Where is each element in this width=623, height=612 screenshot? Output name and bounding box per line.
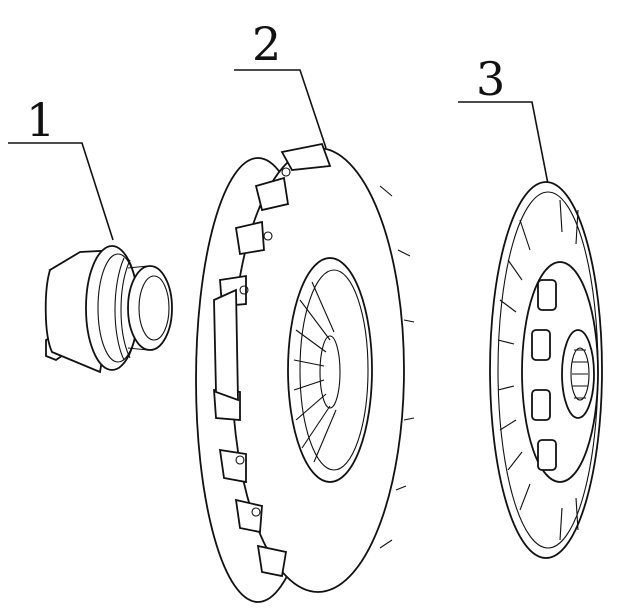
rivet	[235, 455, 245, 465]
callout-1-number: 1	[26, 93, 55, 147]
release-bearing-part	[44, 245, 173, 374]
bearing-groove-2	[120, 259, 131, 359]
rivet	[263, 231, 273, 241]
damper-springs	[531, 279, 557, 471]
bearing-race-top-edge	[127, 265, 149, 269]
friction-groove	[507, 451, 523, 471]
cover-lug	[256, 544, 288, 578]
cover-rivets	[235, 167, 291, 517]
callout-1-leader-line	[8, 142, 114, 241]
pressure-plate-center-opening	[287, 257, 373, 483]
bearing-front-race	[127, 265, 173, 351]
friction-groove	[499, 299, 517, 313]
clutch-disc-spline-bore	[570, 347, 590, 401]
bearing-front-bore	[138, 275, 170, 341]
callout-3: 3	[458, 52, 549, 185]
friction-groove	[497, 339, 515, 345]
callout-1: 1	[8, 93, 114, 241]
rivet	[239, 285, 249, 295]
spring-finger	[299, 299, 331, 341]
friction-groove	[575, 497, 579, 531]
spring-finger	[311, 281, 335, 333]
clutch-disc-part	[489, 181, 603, 559]
bearing-groove-1	[114, 257, 125, 361]
callout-2-number: 2	[252, 17, 281, 71]
damper-spring	[531, 389, 551, 421]
spring-finger	[313, 409, 337, 463]
friction-groove	[497, 385, 515, 391]
clutch-disc-hub-plate	[521, 261, 599, 483]
callout-2: 2	[234, 17, 327, 149]
diaphragm-spring-fingers	[293, 281, 337, 463]
damper-spring	[537, 439, 557, 471]
rivet	[281, 167, 291, 177]
diaphragm-hub	[319, 335, 341, 409]
spring-finger	[295, 329, 327, 353]
pressure-plate-part	[195, 142, 415, 603]
cover-strap-window	[213, 288, 239, 402]
spring-finger	[301, 405, 331, 449]
friction-groove	[519, 483, 531, 511]
friction-groove	[559, 199, 563, 233]
spring-finger	[293, 379, 325, 391]
friction-groove	[519, 219, 531, 251]
rivet	[251, 507, 261, 517]
pressure-plate-inner-ring	[299, 269, 369, 471]
callout-3-leader-line	[458, 101, 549, 185]
cover-lug	[218, 448, 247, 484]
bearing-race-bottom-edge	[127, 347, 149, 351]
damper-spring	[537, 279, 557, 311]
friction-groove	[507, 259, 523, 281]
friction-groove	[499, 419, 517, 431]
friction-groove	[559, 507, 563, 541]
cover-lug	[254, 176, 290, 212]
spring-finger	[295, 393, 327, 421]
friction-grooves	[497, 199, 579, 541]
friction-groove	[575, 209, 579, 245]
callout-2-leader-line	[234, 69, 327, 149]
cover-edge-notches	[379, 185, 415, 549]
callout-3-number: 3	[476, 52, 505, 106]
spring-finger	[293, 359, 325, 367]
damper-spring	[531, 329, 551, 361]
cover-lug	[280, 142, 332, 171]
cover-lug	[234, 220, 265, 256]
clutch-disc-splines	[572, 349, 588, 399]
